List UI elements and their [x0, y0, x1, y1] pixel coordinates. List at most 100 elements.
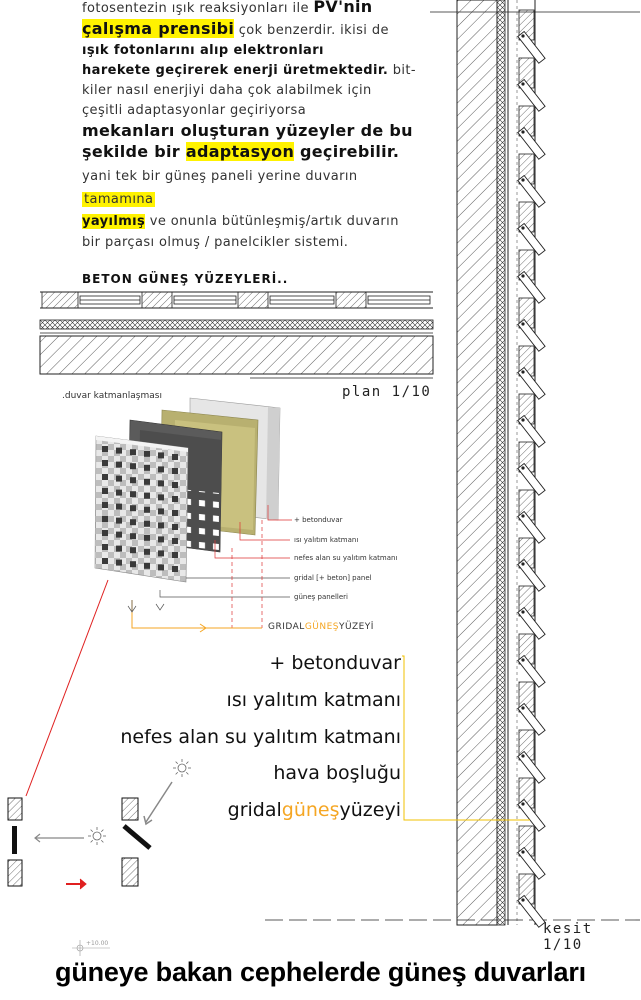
section-panel	[517, 750, 546, 784]
panel-pivot	[521, 82, 525, 86]
grid-hole	[172, 496, 178, 502]
red-leader	[25, 579, 109, 797]
grid-hole	[116, 461, 122, 468]
section-panel	[517, 174, 546, 208]
panel-pivot	[521, 274, 525, 278]
grid-hole	[144, 562, 150, 569]
section-panel	[517, 702, 546, 736]
section-panel	[517, 270, 546, 304]
panel-pivot	[521, 34, 525, 38]
grid-hole	[144, 520, 150, 527]
grid-hole	[130, 477, 136, 484]
panel-pivot	[521, 322, 525, 326]
text-span: bit-	[388, 63, 416, 78]
panel-pivot	[521, 466, 525, 470]
text-line: bir parçası olmuş / panelcikler sistemi.	[82, 235, 349, 250]
small-label: nefes alan su yalıtım katmanı	[294, 554, 398, 562]
section-panel	[517, 462, 546, 496]
panel-pivot	[521, 898, 525, 902]
panel-pivot	[521, 226, 525, 230]
section-panel	[517, 78, 546, 112]
grid-hole	[102, 446, 108, 452]
grid-hole	[102, 544, 108, 550]
grid-hole	[172, 552, 178, 558]
grid-hole	[144, 506, 150, 513]
section-panel	[517, 126, 546, 160]
grid-hole	[158, 466, 164, 473]
section-panel	[517, 894, 546, 928]
small-label: ısı yalıtım katmanı	[294, 536, 359, 544]
section-panels	[517, 9, 546, 928]
sun-ray	[185, 771, 189, 775]
small-label: gridal [+ beton] panel	[294, 574, 372, 582]
panel-pivot	[521, 658, 525, 662]
grid-hole	[172, 510, 178, 516]
grid-hole	[158, 550, 164, 557]
grid-hole	[116, 531, 122, 538]
elevation-marker	[72, 940, 110, 956]
highlight-span: tamamına	[82, 192, 156, 207]
small-brand-label: GRIDALGÜNEŞYÜZEYİ	[268, 622, 374, 632]
sun-ray	[185, 761, 189, 765]
panel-pivot	[521, 754, 525, 758]
text-line: harekete geçirerek enerji üretmektedir. …	[82, 61, 442, 81]
grid-hole	[158, 480, 164, 487]
panel-pivot	[521, 514, 525, 518]
kesit-scale-label: kesit 1/10	[543, 921, 593, 953]
grid-hole	[172, 524, 178, 530]
grid-hole	[144, 478, 150, 485]
grid-hole	[130, 561, 136, 568]
sun-detail	[7, 759, 191, 890]
orange-bracket	[131, 600, 262, 629]
text-line: mekanları oluşturan yüzeyler de bu	[82, 121, 413, 140]
text-span: şekilde bir	[82, 142, 186, 161]
section-panel	[517, 222, 546, 256]
grid-hole	[130, 491, 136, 498]
grid-hole	[102, 488, 108, 494]
panel-pivot	[521, 370, 525, 374]
grid-hole	[144, 450, 150, 457]
grid-hole	[102, 530, 108, 536]
panel-pivot	[521, 178, 525, 182]
brand-part-accent: güneş	[281, 799, 340, 821]
text-line: yani tek bir güneş paneli yerine duvarın	[82, 169, 358, 184]
sun-ray	[175, 761, 179, 765]
text-line: çeşitli adaptasyonlar geçiriyorsa	[82, 103, 307, 118]
sun-ray	[90, 829, 94, 833]
panel-pivot	[521, 130, 525, 134]
text-span: çok benzerdir. ikisi de	[234, 23, 389, 38]
grid-hole	[158, 564, 164, 571]
caption: güneye bakan cephelerde güneş duvarları	[55, 957, 586, 987]
grid-hole	[116, 475, 122, 482]
grid-hole	[172, 566, 178, 572]
text-line: ışık fotonlarını alıp elektronları	[82, 43, 324, 58]
grid-hole	[130, 505, 136, 512]
grid-hole	[144, 534, 150, 541]
grid-hole	[116, 489, 122, 496]
grid-hole	[172, 454, 178, 460]
legend-leader	[402, 655, 530, 821]
section-heading: BETON GÜNEŞ YÜZEYLERİ..	[82, 272, 289, 286]
grid-hole	[172, 482, 178, 488]
sun-ray	[175, 771, 179, 775]
highlight-span: yayılmış	[82, 214, 146, 229]
section-panel	[517, 558, 546, 592]
legend-item: ısı yalıtım katmanı	[226, 689, 401, 711]
grid-hole	[130, 533, 136, 540]
grid-hole	[116, 545, 122, 552]
plan-drawing	[39, 291, 434, 379]
text-span: fotosentezin ışık reaksiyonları ile	[82, 1, 314, 16]
grid-hole	[102, 558, 108, 564]
brand-part: gridal	[227, 799, 282, 821]
grid-hole	[144, 464, 150, 471]
exploded-layers	[94, 397, 281, 583]
elevation-label: +10.00	[86, 940, 109, 947]
grid-hole	[102, 502, 108, 508]
grid-hole	[158, 494, 164, 501]
grid-hole	[130, 463, 136, 470]
brand-part-accent: GÜNEŞ	[304, 622, 340, 632]
sun-ray	[100, 839, 104, 843]
grid-hole	[158, 508, 164, 515]
grid-hole	[102, 460, 108, 466]
